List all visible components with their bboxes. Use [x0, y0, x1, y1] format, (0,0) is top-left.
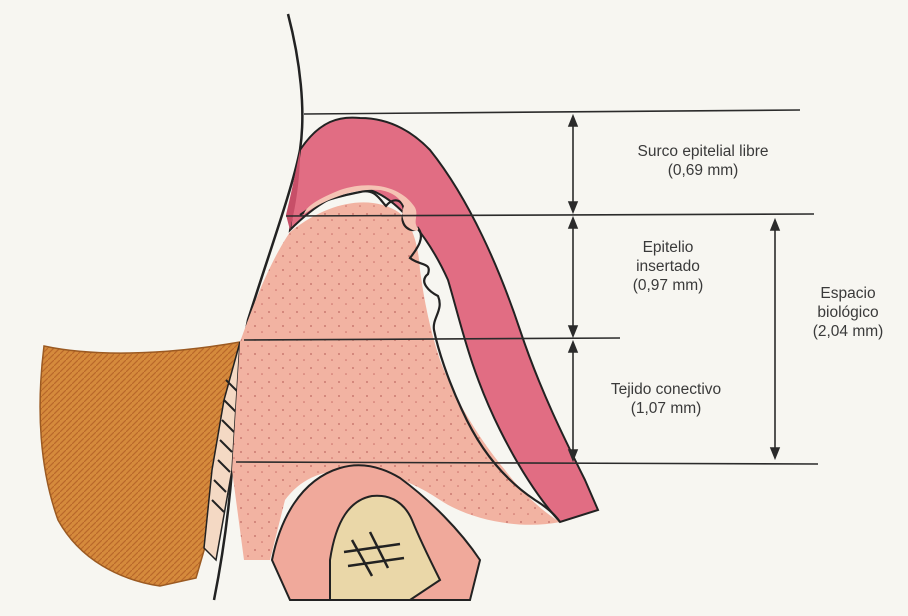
- label-tejido-name: Tejido conectivo: [586, 380, 746, 399]
- label-tejido: Tejido conectivo (1,07 mm): [586, 380, 746, 418]
- label-epitelio-line2: insertado: [598, 257, 738, 276]
- label-espacio: Espacio biológico (2,04 mm): [790, 284, 906, 341]
- label-espacio-line2: biológico: [790, 303, 906, 322]
- line-sulcus-top: [304, 110, 800, 114]
- label-espacio-value: (2,04 mm): [790, 322, 906, 341]
- label-epitelio-line1: Epitelio: [598, 238, 738, 257]
- label-surco-name: Surco epitelial libre: [600, 142, 806, 161]
- label-surco-value: (0,69 mm): [600, 161, 806, 180]
- label-epitelio-value: (0,97 mm): [598, 276, 738, 295]
- label-tejido-value: (1,07 mm): [586, 399, 746, 418]
- label-surco: Surco epitelial libre (0,69 mm): [600, 142, 806, 180]
- label-epitelio: Epitelio insertado (0,97 mm): [598, 238, 738, 295]
- label-espacio-line1: Espacio: [790, 284, 906, 303]
